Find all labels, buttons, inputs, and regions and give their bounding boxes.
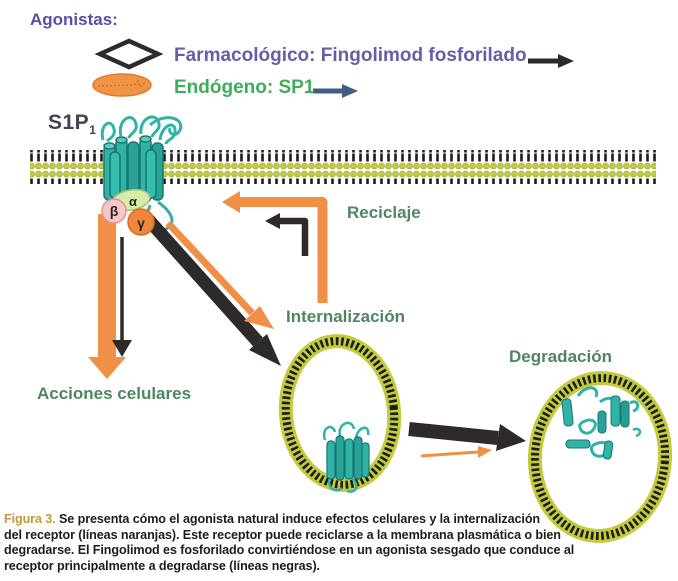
receptor-subscript: 1 — [89, 123, 97, 138]
agonists-title: Agonistas: — [30, 10, 118, 29]
internalization-arrow-black — [141, 212, 281, 366]
legend-endogenous-label: Endógeno: SP1 — [174, 77, 315, 98]
cellular-actions-arrow-black — [112, 237, 132, 357]
g-protein-gamma-subunit — [127, 208, 155, 236]
gamma-label: γ — [137, 215, 145, 231]
degradation-arrow-orange — [420, 446, 492, 458]
lipid-ellipse-icon — [92, 73, 152, 97]
degradation-label: Degradación — [509, 347, 612, 366]
g-protein-beta-subunit — [101, 198, 127, 224]
beta-label: β — [110, 203, 119, 219]
legend-pharmacological-label: Farmacológico: Fingolimod fosforilado — [174, 45, 527, 66]
diamond-icon — [94, 38, 164, 70]
degradation-arrow-black — [408, 422, 526, 451]
receptor-name: S1P — [48, 111, 90, 134]
internalized-receptor — [322, 421, 370, 493]
cellular-actions-label: Acciones celulares — [37, 384, 192, 403]
recycling-arrow-black — [265, 213, 309, 256]
pharmacological-route-arrow — [528, 54, 574, 68]
figure-caption-label: Figura 3. — [4, 512, 56, 526]
recycling-arrow-orange — [222, 191, 328, 303]
receptor-name-label: S1P1 — [48, 111, 96, 137]
endogenous-route-arrow — [313, 84, 358, 98]
figure-caption: Figura 3. Se presenta cómo el agonista n… — [4, 512, 664, 574]
recycling-label: Reciclaje — [347, 203, 421, 222]
cellular-actions-arrow-orange — [88, 214, 126, 379]
internalization-label: Internalización — [286, 307, 406, 326]
alpha-label: α — [129, 194, 137, 209]
g-protein: α β γ — [101, 188, 155, 236]
figure-caption-text: Se presenta cómo el agonista natural ind… — [4, 512, 575, 573]
internalization-arrow-orange — [165, 220, 274, 329]
degraded-receptor-fragments — [561, 386, 642, 460]
